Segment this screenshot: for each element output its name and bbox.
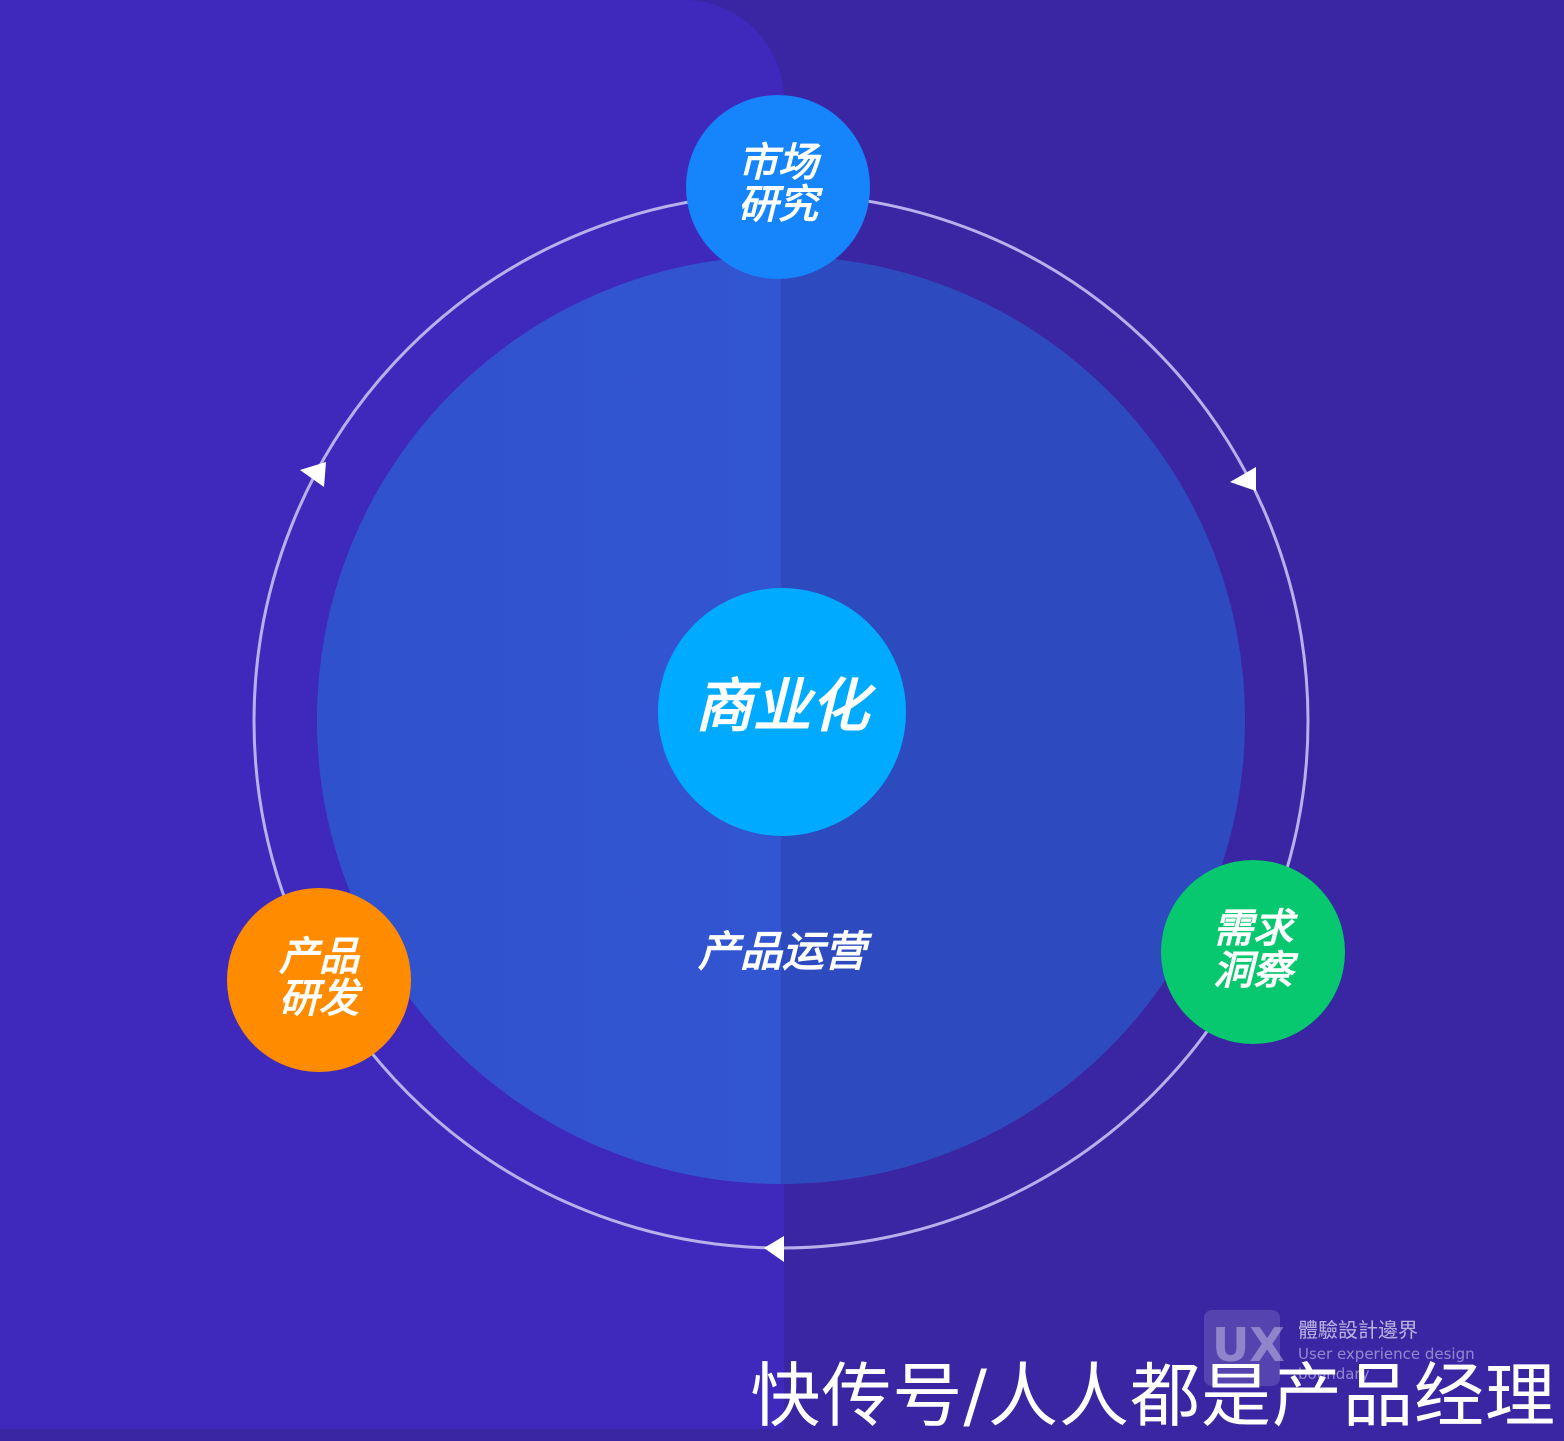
center-subtitle: 产品运营 — [697, 927, 866, 976]
source-caption: 快传号/人人都是产品经理 — [750, 1355, 1556, 1437]
market-research-label: 市场 研究 — [738, 140, 818, 228]
center-label: 商业化 — [694, 672, 869, 740]
product-dev-label: 产品 研发 — [279, 934, 359, 1022]
center-circle — [658, 588, 906, 836]
demand-insight-label: 需求 洞察 — [1213, 906, 1293, 994]
cycle-arrow-icon-bottom — [764, 1236, 784, 1262]
watermark-logo-text: UX — [1212, 1318, 1285, 1372]
product-dev-node — [227, 888, 411, 1072]
watermark-chinese: 體驗設計邊界 — [1298, 1318, 1418, 1342]
watermark-english: User experience design boundary — [1298, 1345, 1475, 1383]
market-research-node — [686, 95, 870, 279]
demand-insight-node — [1161, 860, 1345, 1044]
watermark-logo-icon: UX — [1204, 1310, 1285, 1386]
cycle-arrow-icon-right — [1230, 467, 1256, 491]
cycle-arrow-icon-left — [300, 462, 326, 487]
